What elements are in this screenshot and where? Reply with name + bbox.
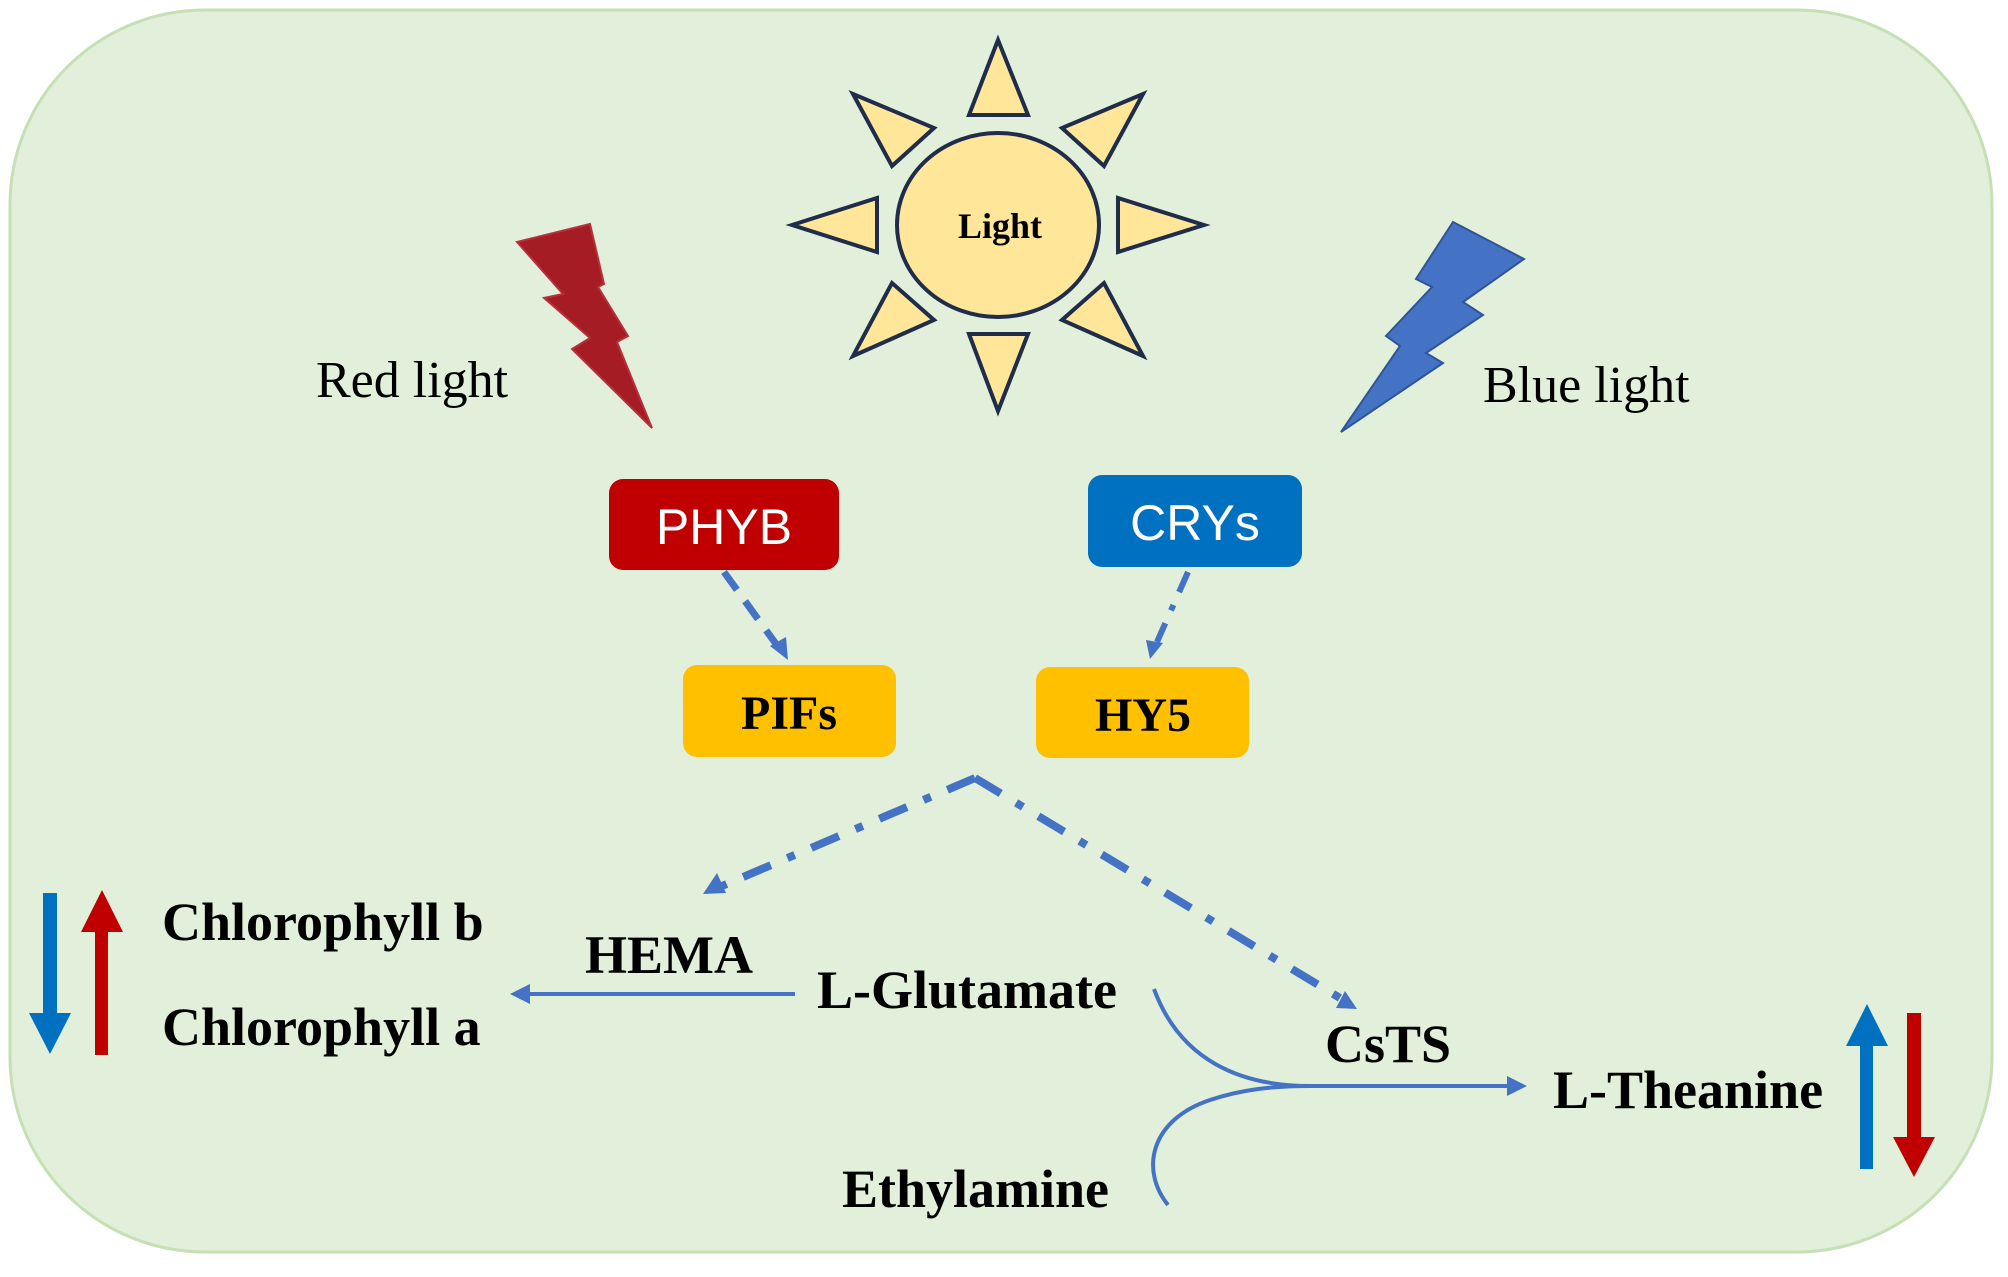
sun-disc [895,131,1101,319]
phyb-to-pifs-arrow [721,569,788,660]
theanine-label: L-Theanine [1553,1060,1823,1120]
arrowhead [1146,640,1163,659]
pifs-node: PIFs [683,665,896,757]
tf-to-hema-arrow [703,774,977,894]
chlorophyll-red-up-arrow-icon [81,890,123,1055]
sun-ray-bottom-left [848,279,938,361]
sun-ray-bottom [966,332,1031,417]
hema-label: HEMA [585,925,753,985]
hy5-box [1036,667,1249,758]
phyb-box [609,479,839,570]
csts-label: CsTS [1325,1014,1451,1074]
arrowhead [1507,1076,1527,1096]
crys-to-hy5-arrow [1146,570,1191,659]
theanine-red-down-arrow-icon [1893,1013,1935,1177]
arrowhead [770,637,788,660]
arrowhead [510,984,530,1004]
phyb-node: PHYB [609,479,839,570]
tf-to-csts-arrow [972,774,1357,1009]
sun-ray-bottom-right [1058,279,1148,361]
crys-label: CRYs [1130,495,1260,551]
sun-ray-top [966,34,1031,117]
chlorophyll-b-label: Chlorophyll b [162,892,484,952]
ethylamine-label: Ethylamine [842,1159,1109,1219]
sun-label: Light [958,206,1042,246]
blue-lightning-icon [1340,220,1526,433]
theanine-synthesis-arrow [1151,988,1527,1207]
pifs-label: PIFs [741,687,837,740]
crys-box [1088,475,1302,567]
sun-ray-top-right [1058,89,1148,170]
red-light-label: Red light [316,352,509,409]
sun-ray-left [785,195,879,255]
glutamate-label: L-Glutamate [817,960,1117,1020]
sun-ray-top-left [848,89,938,170]
theanine-blue-up-arrow-icon [1846,1004,1888,1169]
hy5-label: HY5 [1095,689,1191,742]
blue-light-label: Blue light [1483,357,1690,414]
sun-icon [785,34,1211,417]
crys-node: CRYs [1088,475,1302,567]
phyb-label: PHYB [656,499,792,555]
ethylamine-branch [1151,1084,1311,1207]
red-lightning-icon [515,222,653,429]
background-panel [8,8,1994,1254]
hy5-node: HY5 [1036,667,1249,758]
chlorophyll-a-label: Chlorophyll a [162,997,481,1057]
pifs-box [683,665,896,757]
chlorophyll-blue-down-arrow-icon [29,893,71,1054]
arrowhead [703,873,726,894]
arrowhead [1336,991,1357,1009]
glutamate-to-chlorophyll-arrow [510,984,795,1004]
sun-ray-right [1116,195,1211,255]
